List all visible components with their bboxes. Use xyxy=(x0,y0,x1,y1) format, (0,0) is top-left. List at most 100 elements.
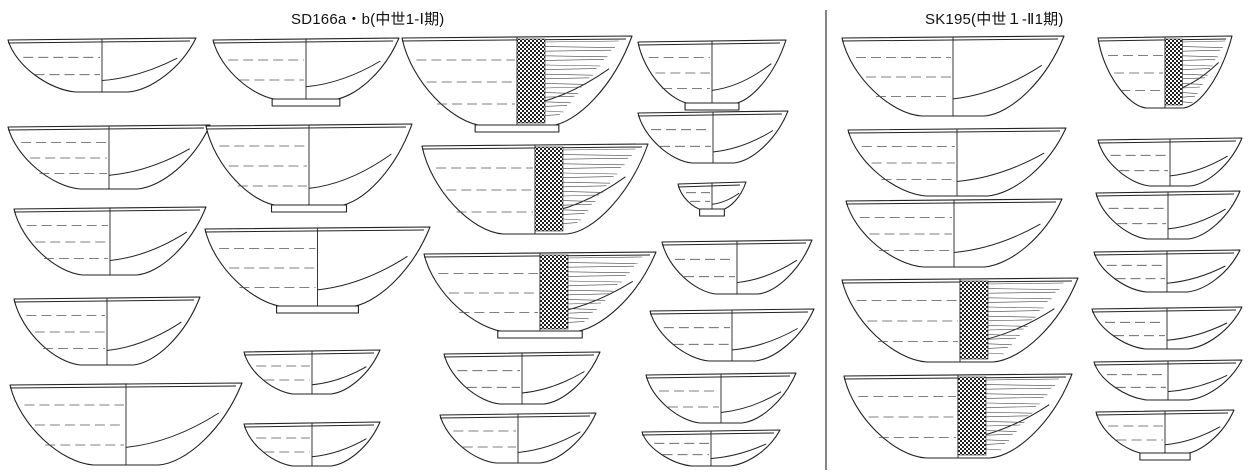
surface-texture-line xyxy=(985,433,1013,436)
surface-texture-line xyxy=(987,297,1052,300)
vessel-rim-line xyxy=(677,184,741,188)
vessel-drawing xyxy=(205,123,413,213)
vessel-drawing xyxy=(439,412,597,464)
vessel-drawing xyxy=(9,382,243,466)
surface-texture-line xyxy=(544,114,560,116)
vessel-drawing xyxy=(421,143,649,235)
surface-texture-line xyxy=(985,424,1021,427)
surface-texture-line xyxy=(567,293,610,296)
vessel-rim-line xyxy=(7,40,191,44)
surface-texture-line xyxy=(987,325,1028,327)
vessel-rim-line xyxy=(204,229,425,233)
section-profile-line xyxy=(1166,265,1226,284)
vessel-drawing xyxy=(1093,249,1241,293)
vessel-drawing xyxy=(1097,35,1233,109)
vessel-drawing xyxy=(847,127,1067,197)
section-profile-line xyxy=(952,64,1043,100)
section-profile-line xyxy=(1166,322,1228,341)
surface-texture-line xyxy=(987,282,1064,285)
vessel-rim-line xyxy=(645,375,791,379)
vessel-drawing xyxy=(1093,359,1243,401)
surface-texture-line xyxy=(567,321,585,323)
vessel-drawing xyxy=(843,373,1073,459)
surface-texture-line xyxy=(544,110,564,113)
surface-texture-line xyxy=(544,105,568,107)
vessel-rim-line xyxy=(9,385,237,389)
section-profile-line xyxy=(317,255,408,291)
vessel-drawing xyxy=(1097,137,1243,187)
vessel-drawing xyxy=(13,296,201,366)
surface-texture-line xyxy=(987,315,1036,318)
surface-texture-line xyxy=(987,319,1032,322)
section-profile-line xyxy=(305,60,381,88)
section-profile-line xyxy=(125,412,220,448)
surface-texture-line xyxy=(544,95,575,98)
surface-texture-line xyxy=(544,40,619,43)
surface-texture-line xyxy=(987,301,1048,303)
surface-texture-line xyxy=(985,448,1002,451)
section-profile-line xyxy=(711,192,740,205)
vessel-drawing xyxy=(13,206,207,276)
surface-texture-line xyxy=(567,311,593,314)
surface-texture-line xyxy=(562,209,589,212)
surface-texture-line xyxy=(985,415,1029,418)
surface-texture-line xyxy=(544,92,579,94)
surface-texture-line xyxy=(567,284,618,286)
vessel-rim-line xyxy=(843,376,1067,380)
vessel-drawing xyxy=(645,372,797,424)
surface-texture-line xyxy=(562,194,600,197)
vessel-drawing xyxy=(243,349,381,395)
surface-texture-line xyxy=(562,181,611,184)
vessel-rim-line xyxy=(641,432,775,436)
surface-texture-line xyxy=(985,439,1010,442)
section-profile-line xyxy=(1164,426,1221,446)
vessel-drawing xyxy=(641,429,781,467)
vessel-rim-line xyxy=(13,299,195,303)
vessel-rim-line xyxy=(841,280,1073,284)
vessel-rim-line xyxy=(443,354,595,358)
surface-texture-line xyxy=(567,256,643,259)
surface-texture-line xyxy=(562,213,585,215)
surface-texture-line xyxy=(562,163,625,166)
surface-texture-line xyxy=(544,46,615,48)
surface-texture-line xyxy=(985,430,1017,432)
surface-texture-line xyxy=(987,328,1024,331)
surface-texture-line xyxy=(562,191,603,193)
vessel-drawing xyxy=(243,421,381,467)
surface-texture-line xyxy=(1182,95,1196,98)
section-profile-line xyxy=(1167,208,1226,230)
surface-texture-line xyxy=(544,68,597,70)
vessel-rim-line xyxy=(847,130,1061,134)
section-profile-line xyxy=(720,391,782,413)
vessel-foot xyxy=(684,102,740,111)
surface-texture-line xyxy=(567,302,602,305)
surface-texture-line xyxy=(567,275,626,277)
surface-texture-line xyxy=(985,402,1040,405)
surface-texture-line xyxy=(985,421,1025,423)
vessel-rim-line xyxy=(1091,309,1237,313)
vessel-drawing xyxy=(1095,409,1235,461)
vessel-foot xyxy=(497,330,583,339)
section-profile-line xyxy=(521,371,585,394)
vessel-drawing xyxy=(845,198,1063,268)
surface-texture-line xyxy=(544,73,593,76)
surface-texture-line xyxy=(987,347,1008,349)
vessel-drawing xyxy=(1095,190,1241,240)
section-profile-line xyxy=(731,328,798,351)
vessel-rim-line xyxy=(7,127,205,131)
surface-texture-line xyxy=(544,49,612,52)
surface-texture-line xyxy=(987,291,1056,294)
vessel-drawing xyxy=(841,277,1079,363)
surface-texture-line xyxy=(985,384,1056,386)
surface-texture-line xyxy=(1182,86,1201,89)
surface-texture-line xyxy=(987,334,1020,336)
surface-texture-line xyxy=(544,86,582,89)
section-profile-line xyxy=(953,223,1041,253)
surface-texture-line xyxy=(1182,73,1208,76)
surface-texture-line xyxy=(985,443,1006,445)
vessel-drawing xyxy=(401,35,633,133)
vessel-drawing xyxy=(649,308,815,362)
vessel-foot xyxy=(275,305,359,314)
glaze-hatch-band xyxy=(516,38,546,124)
surface-texture-line xyxy=(985,393,1048,396)
